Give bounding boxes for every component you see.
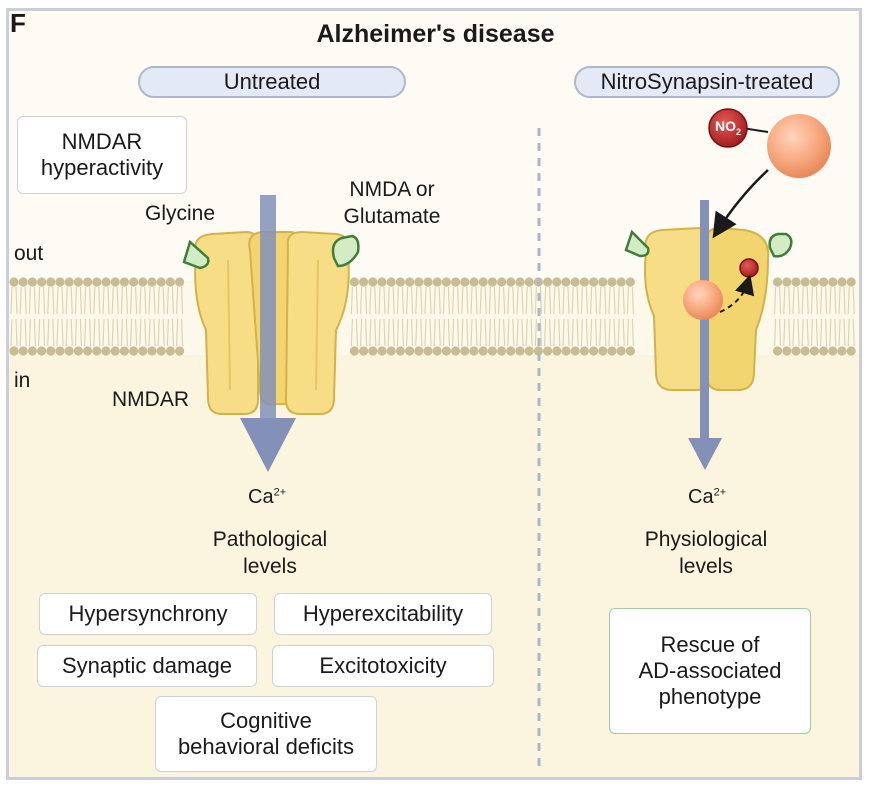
no2-group: [708, 108, 748, 148]
in-label: in: [14, 369, 31, 392]
excitotoxicity-box: Excitotoxicity: [272, 645, 494, 687]
glutamate-ligand-left: [331, 234, 360, 268]
nmdar-label: NMDAR: [112, 388, 189, 411]
panel-letter: F: [10, 8, 26, 38]
transfer-arrow: [719, 274, 755, 313]
cognitive-deficits-box: Cognitive behavioral deficits: [155, 696, 377, 772]
glycine-ligand-right: [624, 229, 650, 258]
no2-label: NO2: [714, 118, 741, 137]
calcium-left-label: Ca2+: [248, 486, 287, 508]
no2-group-bound: [739, 258, 759, 278]
calcium-flow-arrow-shaft-left: [260, 195, 276, 435]
nitrosynapsin-bound: [683, 280, 723, 320]
glutamate-ligand-right: [768, 232, 793, 258]
nmda-glutamate-label: NMDA or Glutamate: [343, 178, 441, 228]
calcium-flow-arrowhead-right: [688, 438, 722, 470]
untreated-pill: Untreated: [138, 66, 406, 98]
physiological-levels-label: Physiological levels: [644, 528, 768, 578]
glycine-ligand-left: [182, 239, 210, 270]
nitrosynapsin-molecule: [767, 114, 831, 178]
calcium-flow-arrow-shaft-right: [700, 200, 709, 440]
treated-pill: NitroSynapsin-treated: [574, 66, 840, 98]
cell-membrane: [9, 277, 856, 356]
out-label: out: [14, 242, 44, 265]
pathological-levels-label: Pathological levels: [212, 528, 328, 578]
synaptic-damage-box: Synaptic damage: [37, 645, 257, 687]
calcium-right-label: Ca2+: [688, 486, 727, 508]
hyperexcitability-box: Hyperexcitability: [274, 593, 492, 635]
rescue-box: Rescue of AD-associated phenotype: [609, 608, 811, 734]
calcium-flow-arrowhead-left: [240, 418, 296, 472]
figure-title: Alzheimer's disease: [316, 20, 555, 48]
binding-arrow: [712, 169, 769, 239]
nmdar-hyperactivity-box: NMDAR hyperactivity: [17, 116, 187, 194]
glycine-label: Glycine: [144, 202, 216, 225]
hypersynchrony-box: Hypersynchrony: [39, 593, 257, 635]
